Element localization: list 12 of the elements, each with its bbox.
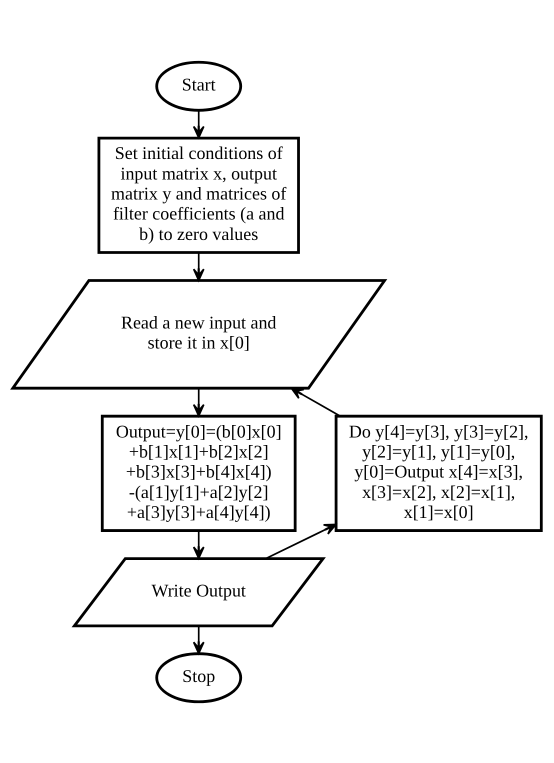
arrow	[266, 523, 337, 559]
node-box: Output=y[0]=(b[0]x[0] +b[1]x[1]+b[2]x[2] +b[3]x[3]+b[4]x[4]) -(a[1]y[1]+a[2]y[2] +a[3]y[3]+a[4]y[4])	[100, 414, 297, 532]
node-box: Do y[4]=y[3], y[3]=y[2], y[2]=y[1], y[1]=y[0], y[0]=Output x[4]=x[3], x[3]=x[2], x[2]=x[1], x[1]=x[0]	[334, 414, 543, 532]
node-ellipse: Start	[155, 60, 242, 112]
arrow	[192, 530, 205, 559]
node-box: Set initial conditions of input matrix x, output matrix y and matrices of filter coefficients (a and b) to zero values	[98, 136, 300, 254]
arrow	[290, 387, 341, 416]
arrow	[192, 626, 205, 654]
node-ellipse: Stop	[155, 652, 242, 703]
arrow	[192, 110, 205, 138]
arrow	[192, 252, 205, 281]
arrow	[192, 388, 205, 416]
